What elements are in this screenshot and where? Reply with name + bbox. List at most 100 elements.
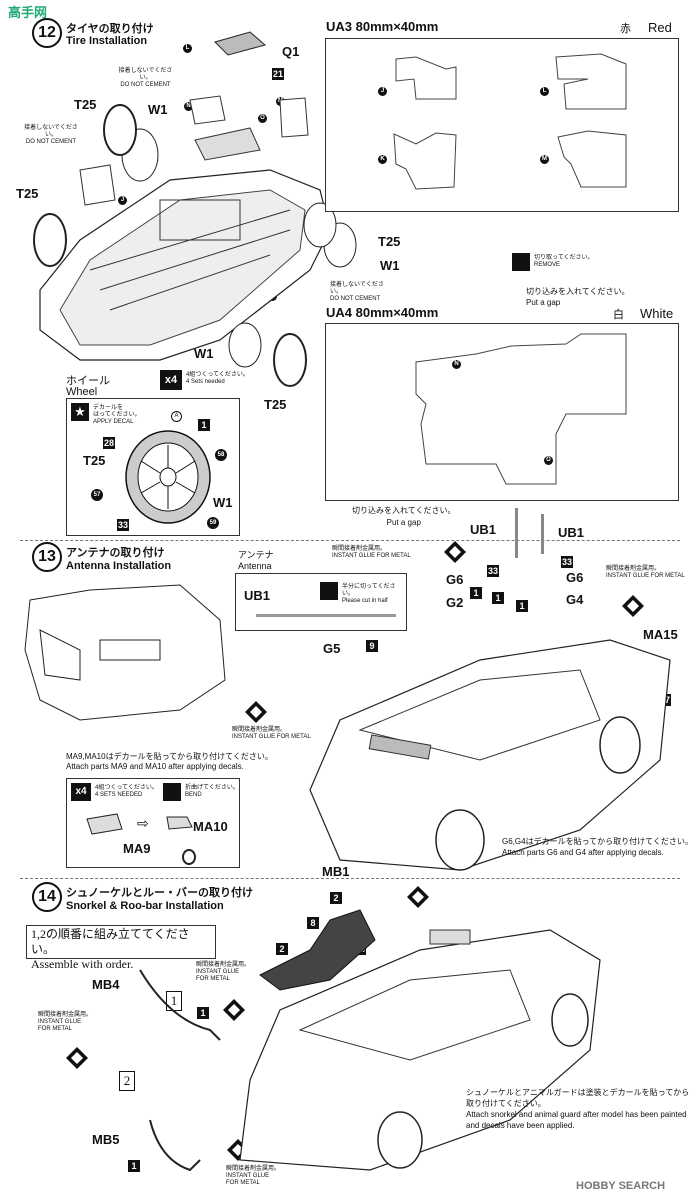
- remove-note: 切り取ってください。REMOVE: [534, 255, 594, 268]
- glue-note-14-bottom: 瞬間接着剤金属用。INSTANT GLUE FOR METAL: [226, 1166, 281, 1186]
- antenna-stick-2: [541, 514, 544, 554]
- ub1-label-2: UB1: [558, 525, 585, 540]
- bend-icon: [163, 783, 181, 801]
- part-1-b: 1: [492, 592, 504, 604]
- car-rear-drawing: [24, 584, 226, 721]
- w1-label-3: W1: [194, 346, 214, 361]
- car-front-drawing-13: [309, 639, 671, 871]
- part-8: 8: [307, 917, 319, 929]
- ua4-letter-o: O: [544, 456, 553, 465]
- ma-note: MA9,MA10はデカールを貼ってから取り付けてください。Attach part…: [66, 752, 273, 771]
- ua3-title: UA3 80mm×40mm: [326, 19, 439, 34]
- g6-label-2: G6: [566, 570, 584, 585]
- callout-a: A: [171, 411, 182, 422]
- callout-l: L: [183, 44, 192, 53]
- ua4-color-jp: 白: [613, 309, 624, 321]
- glue-diamond-icon: [444, 541, 466, 563]
- divider-13: [20, 540, 680, 541]
- assemble-order-en: Assemble with order.: [31, 957, 134, 971]
- part-33-left: 33: [487, 565, 499, 577]
- mb4-label: MB4: [92, 977, 120, 992]
- antenna-ub1-box: UB1 半分に切ってください。Please cut in half: [235, 573, 407, 631]
- bend-note: 折曲げてください。BEND: [185, 785, 239, 798]
- step-14-note: シュノーケルとアニマルガードは塗装とデカールを貼ってから取り付けてください。At…: [466, 1088, 690, 1130]
- glue-note-top: 瞬間接着剤金属用。INSTANT GLUE FOR METAL: [332, 546, 411, 559]
- g2-label: G2: [446, 595, 464, 610]
- ua3-decal-sheet: J L K M: [325, 38, 679, 212]
- wheel-t25-label: T25: [83, 453, 106, 468]
- ua4-decal-shapes: [415, 333, 627, 485]
- ub1-label-1: UB1: [470, 522, 497, 537]
- sets-needed-text: 4組つくってください。4 Sets needed: [186, 372, 249, 385]
- step-13-number: 13: [32, 542, 62, 572]
- part-1-14a: 1: [197, 1007, 209, 1019]
- antenna-stick-1: [515, 508, 518, 558]
- wheel-part-1: 1: [198, 419, 210, 431]
- t25-label-3: T25: [378, 234, 401, 249]
- cut-icon: [320, 582, 338, 600]
- t25-label-2: T25: [16, 186, 39, 201]
- glue-note-mid: 瞬間接着剤金属用。INSTANT GLUE FOR METAL: [232, 727, 311, 740]
- ua3-color-jp: 赤: [620, 23, 631, 35]
- glue-diamond-14-c: [66, 1047, 88, 1069]
- part-1-c: 1: [516, 600, 528, 612]
- callout-j: J: [118, 196, 127, 205]
- step-12-title-en: Tire Installation: [66, 35, 148, 47]
- g-note: G6,G4はデカールを貼ってから取り付けてください。Attach parts G…: [502, 837, 693, 857]
- w1-label-1: W1: [148, 102, 168, 117]
- glue-diamond-14-a: [407, 886, 429, 908]
- q1-part-drawing: [214, 31, 267, 56]
- ua3-letter-k: K: [378, 155, 387, 164]
- g5-label: G5: [323, 641, 341, 656]
- w1-label-2: W1: [380, 258, 400, 273]
- assemble-order-box: 1,2の順番に組み立ててください。 Assemble with order.: [26, 925, 216, 971]
- ua3-letter-j: J: [378, 87, 387, 96]
- watermark-top: 高手网: [8, 5, 48, 20]
- step-14-title-en: Snorkel & Roo-bar Installation: [66, 900, 224, 912]
- ma-parts-drawing: [86, 813, 196, 865]
- no-cement-note-2: 接着しないでください。DO NOT CEMENT: [24, 125, 78, 145]
- part-1-14b: 1: [128, 1160, 140, 1172]
- ua3-letter-l: L: [540, 87, 549, 96]
- wheel-part-59: 59: [207, 517, 219, 529]
- wheel-detail-box: ★ デカールを はってください。APPLY DECAL A 1 28 T25 5…: [66, 398, 240, 536]
- antenna-ub1-label: UB1: [244, 588, 271, 603]
- ua3-decal-shapes: [393, 53, 627, 190]
- apply-decal-note: デカールを はってください。APPLY DECAL: [93, 405, 141, 425]
- t25-label-1: T25: [74, 97, 97, 112]
- mb1-label: MB1: [322, 864, 350, 879]
- glue-diamond-icon-mid: [245, 701, 267, 723]
- ua4-title: UA4 80mm×40mm: [326, 305, 439, 320]
- ua3-color-en: Red: [648, 20, 672, 35]
- step-14-title-jp: シュノーケルとルー・バーの取り付け: [66, 887, 253, 899]
- callout-o: O: [258, 114, 267, 123]
- star-icon: ★: [71, 403, 89, 421]
- q1-label: Q1: [282, 44, 300, 59]
- ma-sets-note: 4組つくってください。4 SETS NEEDED: [95, 785, 158, 798]
- glue-diamond-icon-right: [622, 595, 644, 617]
- put-a-gap-bottom: 切り込みを入れてください。Put a gap: [352, 506, 456, 527]
- step-13-title-en: Antenna Installation: [66, 560, 172, 572]
- assemble-order-jp: 1,2の順番に組み立ててください。: [31, 927, 190, 956]
- ma10-label: MA10: [193, 819, 228, 834]
- wheel-label-jp: ホイール: [66, 375, 110, 387]
- ma-x4-badge: x4: [71, 783, 91, 801]
- no-cement-note-1: 接着しないでください。DO NOT CEMENT: [118, 68, 173, 88]
- ma-detail-box: x4 4組つくってください。4 SETS NEEDED 折曲げてください。BEN…: [66, 778, 240, 868]
- step-14-number: 14: [32, 882, 62, 912]
- wheel-part-33: 33: [117, 519, 129, 531]
- remove-icon: [512, 253, 530, 271]
- ma15-label: MA15: [643, 627, 678, 642]
- callout-n: N: [184, 102, 193, 111]
- put-a-gap-top: 切り込みを入れてください。Put a gap: [526, 287, 630, 307]
- glue-note-14-left: 瞬間接着剤金属用。INSTANT GLUE FOR METAL: [38, 1012, 93, 1032]
- q1-part-number: 21: [272, 68, 284, 80]
- step-13-title-jp: アンテナの取り付け: [66, 547, 165, 559]
- part-9: 9: [366, 640, 378, 652]
- ua4-color-en: White: [640, 306, 674, 321]
- t25-label-4: T25: [264, 397, 287, 412]
- car-underside-drawing: [33, 95, 357, 387]
- wheel-part-28: 28: [103, 437, 115, 449]
- g4-label: G4: [566, 592, 584, 607]
- divider-14: [20, 878, 680, 879]
